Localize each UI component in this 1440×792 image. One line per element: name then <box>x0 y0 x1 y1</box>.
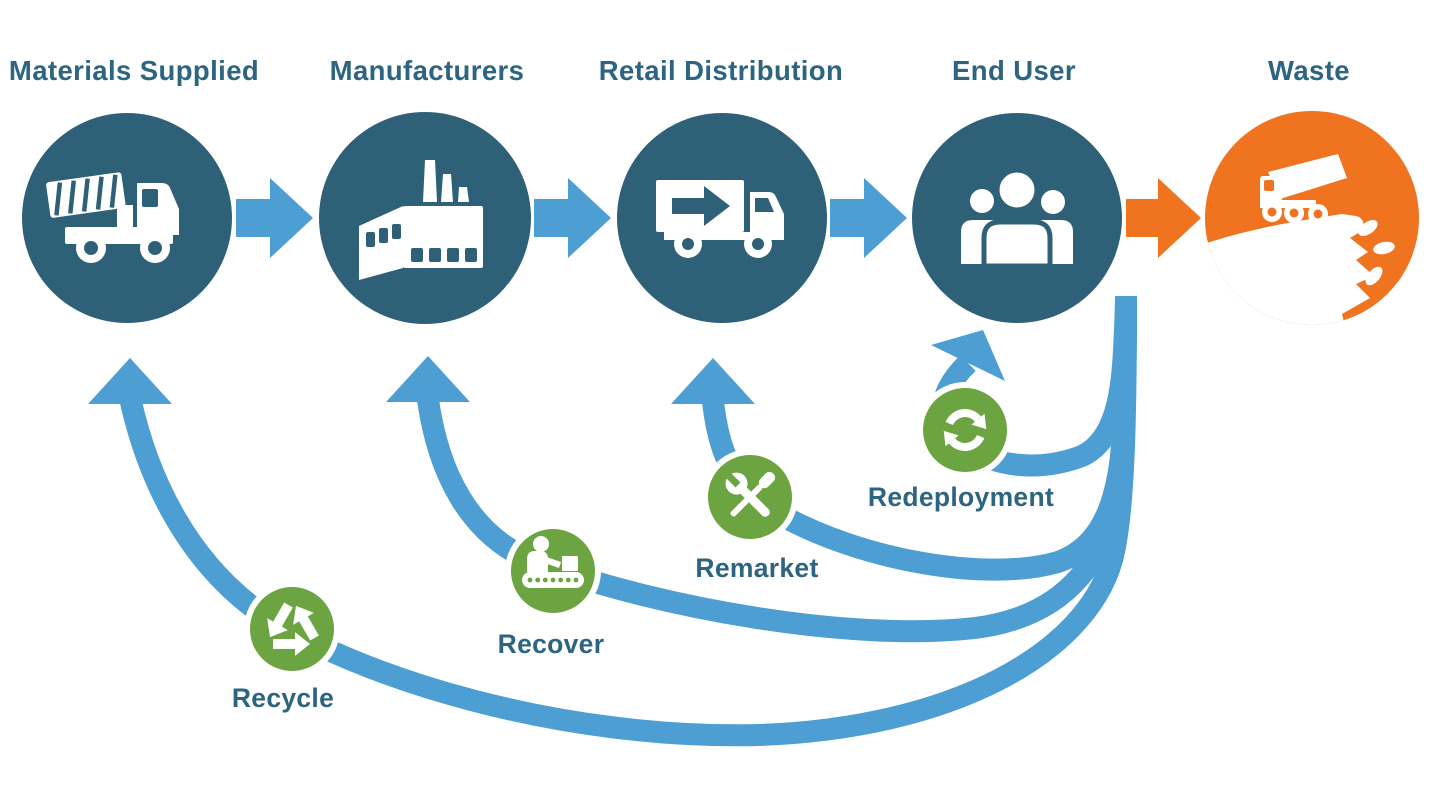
stage-label: Manufacturers <box>330 55 525 86</box>
stage-materials-supplied: Materials Supplied <box>9 55 259 323</box>
loop-recover: Recover <box>498 523 605 659</box>
factory-icon <box>359 160 483 280</box>
redeployment-curve-arrowhead <box>931 330 1005 381</box>
stage-retail-distribution: Retail Distribution <box>599 55 843 323</box>
flow-arrow-1 <box>236 178 313 258</box>
sync-icon <box>943 409 987 451</box>
flow-arrow-2 <box>534 178 611 258</box>
conveyor-worker-icon <box>522 536 584 588</box>
loop-label: Remarket <box>695 553 818 583</box>
stage-label: Retail Distribution <box>599 55 843 86</box>
loop-recycle: Recycle <box>232 581 340 713</box>
flow-arrow-3 <box>830 178 907 258</box>
users-icon <box>961 167 1073 269</box>
stage-circle <box>912 113 1122 323</box>
loop-redeployment: Redeployment <box>868 382 1054 512</box>
flow-arrows <box>236 178 1201 258</box>
loop-label: Recycle <box>232 683 334 713</box>
stage-label: Materials Supplied <box>9 55 259 86</box>
loop-label: Recover <box>498 629 605 659</box>
loop-label: Redeployment <box>868 482 1054 512</box>
stage-end-user: End User <box>912 55 1122 323</box>
loop-remarket: Remarket <box>695 449 818 583</box>
recycle-icon <box>267 602 319 656</box>
recover-curve-arrowhead <box>386 356 470 402</box>
stage-label: End User <box>952 55 1076 86</box>
remarket-curve-arrowhead <box>671 358 755 404</box>
waste-flow-arrow <box>1126 178 1201 258</box>
stage-waste: Waste <box>1205 55 1419 325</box>
return-curves <box>88 295 1137 747</box>
stage-label: Waste <box>1268 55 1350 86</box>
loop-circle <box>917 382 1013 478</box>
recycle-curve-arrowhead <box>88 358 172 404</box>
loop-circle <box>244 581 340 677</box>
loop-circle <box>505 523 601 619</box>
dump-truck-icon <box>46 172 179 263</box>
stage-manufacturers: Manufacturers <box>319 55 531 324</box>
delivery-truck-icon <box>656 180 784 258</box>
tools-icon <box>723 470 776 517</box>
